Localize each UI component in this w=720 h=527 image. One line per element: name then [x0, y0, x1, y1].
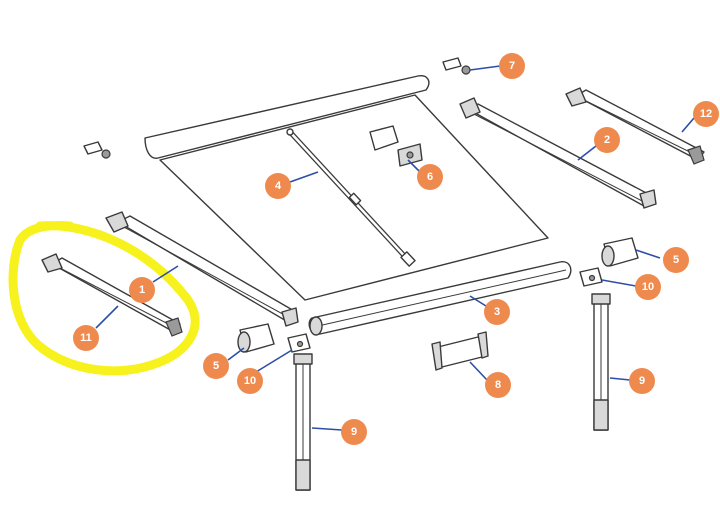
- callout-7: 7: [499, 53, 525, 79]
- end-cap-right: [601, 237, 639, 267]
- left-arm: [105, 211, 299, 327]
- right-arm: [459, 97, 657, 209]
- callout-9-left: 9: [341, 419, 367, 445]
- callout-5-right-label: 5: [673, 254, 679, 266]
- callout-4-label: 4: [275, 180, 282, 192]
- highlight-loop: [8, 221, 200, 376]
- callout-2: 2: [594, 127, 620, 153]
- highlighted-arm: [41, 253, 183, 337]
- callout-9-right: 9: [629, 368, 655, 394]
- callout-6: 6: [417, 164, 443, 190]
- callout-6-label: 6: [427, 171, 433, 183]
- callout-9-right-label: 9: [639, 375, 645, 387]
- small-bracket-left: [287, 333, 311, 353]
- canopy-bracket: [369, 125, 423, 167]
- callout-1-label: 1: [139, 284, 145, 296]
- end-cap-left: [237, 323, 275, 353]
- small-clip-top: [442, 57, 471, 75]
- callout-8: 8: [485, 372, 511, 398]
- callout-12-label: 12: [700, 108, 712, 120]
- callout-9-left-label: 9: [351, 426, 357, 438]
- callout-12: 12: [693, 101, 719, 127]
- leader-lines: [95, 65, 695, 431]
- callout-3-label: 3: [494, 306, 500, 318]
- callout-5-left: 5: [203, 353, 229, 379]
- callout-10-right: 10: [635, 274, 661, 300]
- callout-11: 11: [73, 325, 99, 351]
- callout-10-left-label: 10: [244, 375, 256, 387]
- canopy-top-bar: [144, 75, 430, 159]
- callout-7-label: 7: [509, 60, 515, 72]
- leg-left: [293, 353, 313, 491]
- wall-bracket: [431, 331, 489, 371]
- callout-10-right-label: 10: [642, 281, 654, 293]
- callout-1: 1: [129, 277, 155, 303]
- callout-4: 4: [265, 173, 291, 199]
- callout-8-label: 8: [495, 379, 501, 391]
- small-bracket-right: [579, 267, 603, 287]
- callout-3: 3: [484, 299, 510, 325]
- tension-rod: [286, 128, 416, 267]
- far-right-arm: [565, 87, 705, 165]
- callout-11-label: 11: [80, 332, 92, 344]
- callout-2-label: 2: [604, 134, 610, 146]
- leg-right: [591, 293, 611, 431]
- callout-5-right: 5: [663, 247, 689, 273]
- small-clip-left: [83, 141, 111, 159]
- callout-5-left-label: 5: [213, 360, 219, 372]
- front-profile: [308, 261, 572, 336]
- callout-10-left: 10: [237, 368, 263, 394]
